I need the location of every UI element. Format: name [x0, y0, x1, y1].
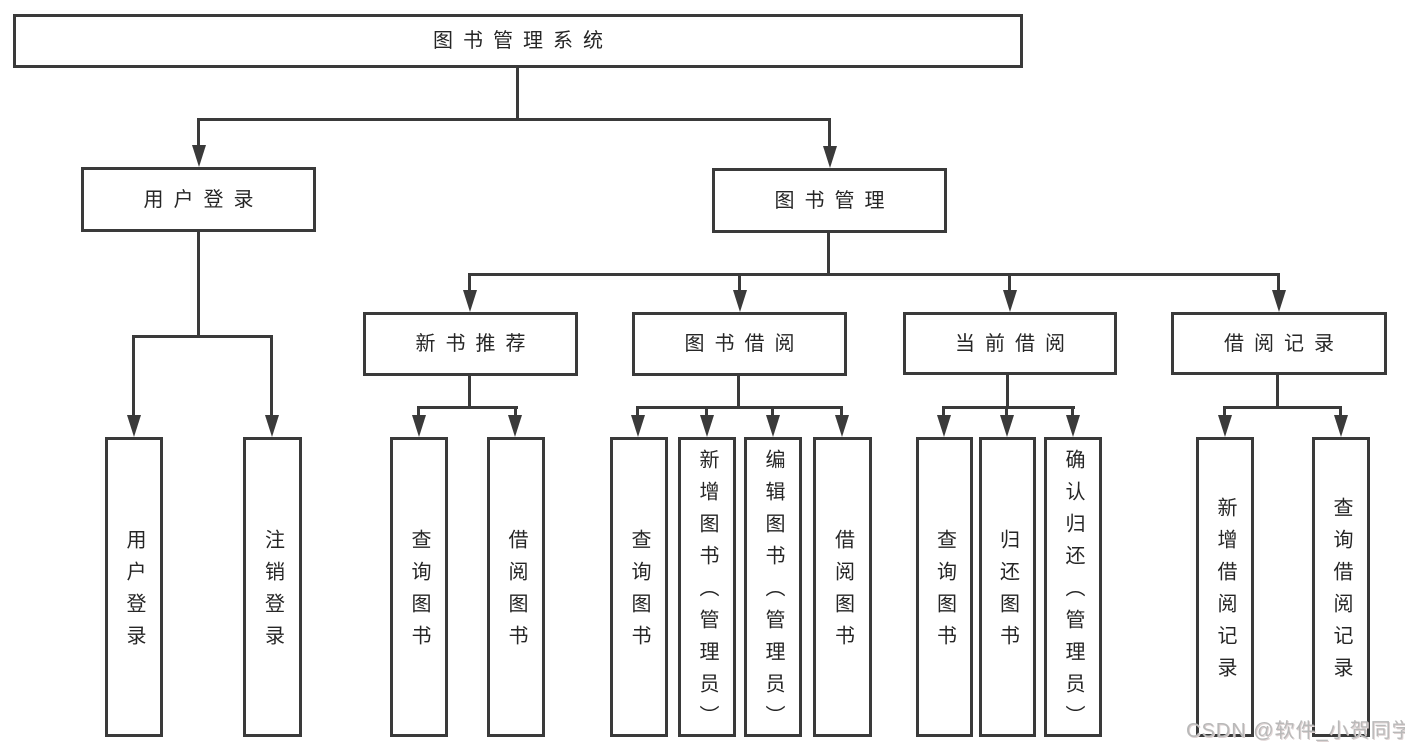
node-leaf-bb-edit-books-label: 编辑图书（管理员） — [762, 449, 784, 737]
arrow-to-current-borrow — [1003, 290, 1017, 312]
node-current-borrow: 当前借阅 — [903, 312, 1117, 375]
node-leaf-bb-query-books-label: 查询图书 — [628, 529, 650, 657]
node-user-login: 用户登录 — [81, 167, 316, 232]
connector-to-book-mgmt — [828, 118, 831, 149]
connector-new-book-rec-children — [417, 406, 518, 409]
arrow-to-bb-edit — [766, 415, 780, 437]
node-leaf-bb-add-books: 新增图书（管理员） — [678, 437, 736, 737]
node-leaf-bb-borrow-books: 借阅图书 — [813, 437, 872, 737]
arrow-to-nbr-query — [412, 415, 426, 437]
connector-to-nbr-query — [417, 406, 420, 418]
node-leaf-logout: 注销登录 — [243, 437, 302, 737]
arrow-to-leaf-user-login — [127, 415, 141, 437]
node-leaf-logout-label: 注销登录 — [261, 529, 284, 657]
node-leaf-bb-borrow-books-label: 借阅图书 — [831, 529, 854, 657]
node-leaf-nbr-query-books-label: 查询图书 — [408, 529, 430, 657]
connector-root-stem — [516, 68, 519, 118]
node-root: 图书管理系统 — [13, 14, 1023, 68]
arrow-to-new-book-rec — [463, 290, 477, 312]
node-book-borrow-label: 图书借阅 — [684, 333, 805, 355]
node-leaf-cb-confirm-return: 确认归还（管理员） — [1044, 437, 1102, 737]
connector-to-current-borrow — [1008, 273, 1011, 293]
node-book-mgmt: 图书管理 — [712, 168, 947, 233]
connector-book-borrow-stem — [737, 376, 740, 409]
connector-book-borrow-children — [636, 406, 843, 409]
connector-new-book-rec-stem — [468, 375, 471, 409]
node-leaf-nbr-borrow-books-label: 借阅图书 — [505, 529, 527, 657]
arrow-to-nbr-borrow — [508, 415, 522, 437]
node-new-book-rec-label: 新书推荐 — [415, 333, 536, 355]
connector-to-bb-add — [705, 406, 708, 418]
arrow-to-bb-borrow — [835, 415, 849, 437]
node-current-borrow-label: 当前借阅 — [955, 332, 1075, 355]
node-book-borrow: 图书借阅 — [632, 312, 847, 376]
connector-to-bb-borrow — [840, 406, 843, 418]
arrow-to-leaf-logout — [265, 415, 279, 437]
connector-user-login-children — [132, 335, 273, 338]
node-leaf-cb-return-books-label: 归还图书 — [996, 529, 1019, 657]
node-borrow-records-label: 借阅记录 — [1224, 332, 1344, 355]
node-leaf-bb-edit-books: 编辑图书（管理员） — [744, 437, 802, 737]
arrow-to-br-query — [1334, 415, 1348, 437]
node-leaf-cb-query-books-label: 查询图书 — [933, 529, 956, 657]
node-user-login-label: 用户登录 — [143, 188, 264, 211]
connector-to-new-book-rec — [468, 273, 471, 293]
node-leaf-bb-query-books: 查询图书 — [610, 437, 668, 737]
connector-to-cb-query — [942, 406, 945, 418]
connector-user-login-stem — [197, 232, 200, 338]
node-leaf-cb-return-books: 归还图书 — [979, 437, 1036, 737]
node-borrow-records: 借阅记录 — [1171, 312, 1387, 375]
connector-to-nbr-borrow — [514, 406, 517, 418]
connector-borrow-records-children — [1223, 406, 1342, 409]
node-leaf-bb-add-books-label: 新增图书（管理员） — [696, 449, 718, 737]
connector-to-br-query — [1339, 406, 1342, 418]
node-leaf-br-query-record: 查询借阅记录 — [1312, 437, 1370, 737]
connector-to-book-borrow — [738, 273, 741, 293]
connector-to-borrow-records — [1277, 273, 1280, 293]
arrow-to-cb-return — [1000, 415, 1014, 437]
connector-current-borrow-stem — [1006, 375, 1009, 409]
node-leaf-cb-confirm-return-label: 确认归还（管理员） — [1062, 449, 1084, 737]
node-leaf-br-query-record-label: 查询借阅记录 — [1330, 497, 1352, 689]
connector-to-cb-confirm — [1071, 406, 1074, 418]
connector-level1 — [197, 118, 831, 121]
csdn-watermark: CSDN @软件_小贺同学 — [1186, 720, 1405, 742]
arrow-to-user-login — [192, 145, 206, 167]
connector-to-br-add — [1223, 406, 1226, 418]
connector-current-borrow-children — [942, 406, 1075, 409]
node-new-book-rec: 新书推荐 — [363, 312, 578, 376]
connector-to-user-login — [197, 118, 200, 150]
arrow-to-bb-add — [700, 415, 714, 437]
node-root-label: 图书管理系统 — [433, 30, 613, 52]
node-leaf-cb-query-books: 查询图书 — [916, 437, 973, 737]
arrow-to-bb-query — [631, 415, 645, 437]
node-leaf-br-add-record-label: 新增借阅记录 — [1214, 497, 1236, 689]
connector-to-cb-return — [1005, 406, 1008, 418]
connector-borrow-records-stem — [1276, 374, 1279, 409]
arrow-to-cb-query — [937, 415, 951, 437]
node-leaf-nbr-query-books: 查询图书 — [390, 437, 448, 737]
arrow-to-book-mgmt — [823, 146, 837, 168]
connector-to-bb-query — [636, 406, 639, 418]
node-leaf-nbr-borrow-books: 借阅图书 — [487, 437, 545, 737]
connector-book-mgmt-stem — [827, 232, 830, 276]
connector-to-bb-edit — [771, 406, 774, 418]
node-leaf-br-add-record: 新增借阅记录 — [1196, 437, 1254, 737]
connector-to-leaf-user-login — [132, 335, 135, 417]
arrow-to-book-borrow — [733, 290, 747, 312]
arrow-to-borrow-records — [1272, 290, 1286, 312]
node-book-mgmt-label: 图书管理 — [774, 189, 895, 212]
arrow-to-br-add — [1218, 415, 1232, 437]
node-leaf-user-login: 用户登录 — [105, 437, 163, 737]
node-leaf-user-login-label: 用户登录 — [123, 529, 145, 657]
connector-level2 — [468, 273, 1280, 276]
connector-to-leaf-logout — [270, 335, 273, 417]
arrow-to-cb-confirm — [1066, 415, 1080, 437]
